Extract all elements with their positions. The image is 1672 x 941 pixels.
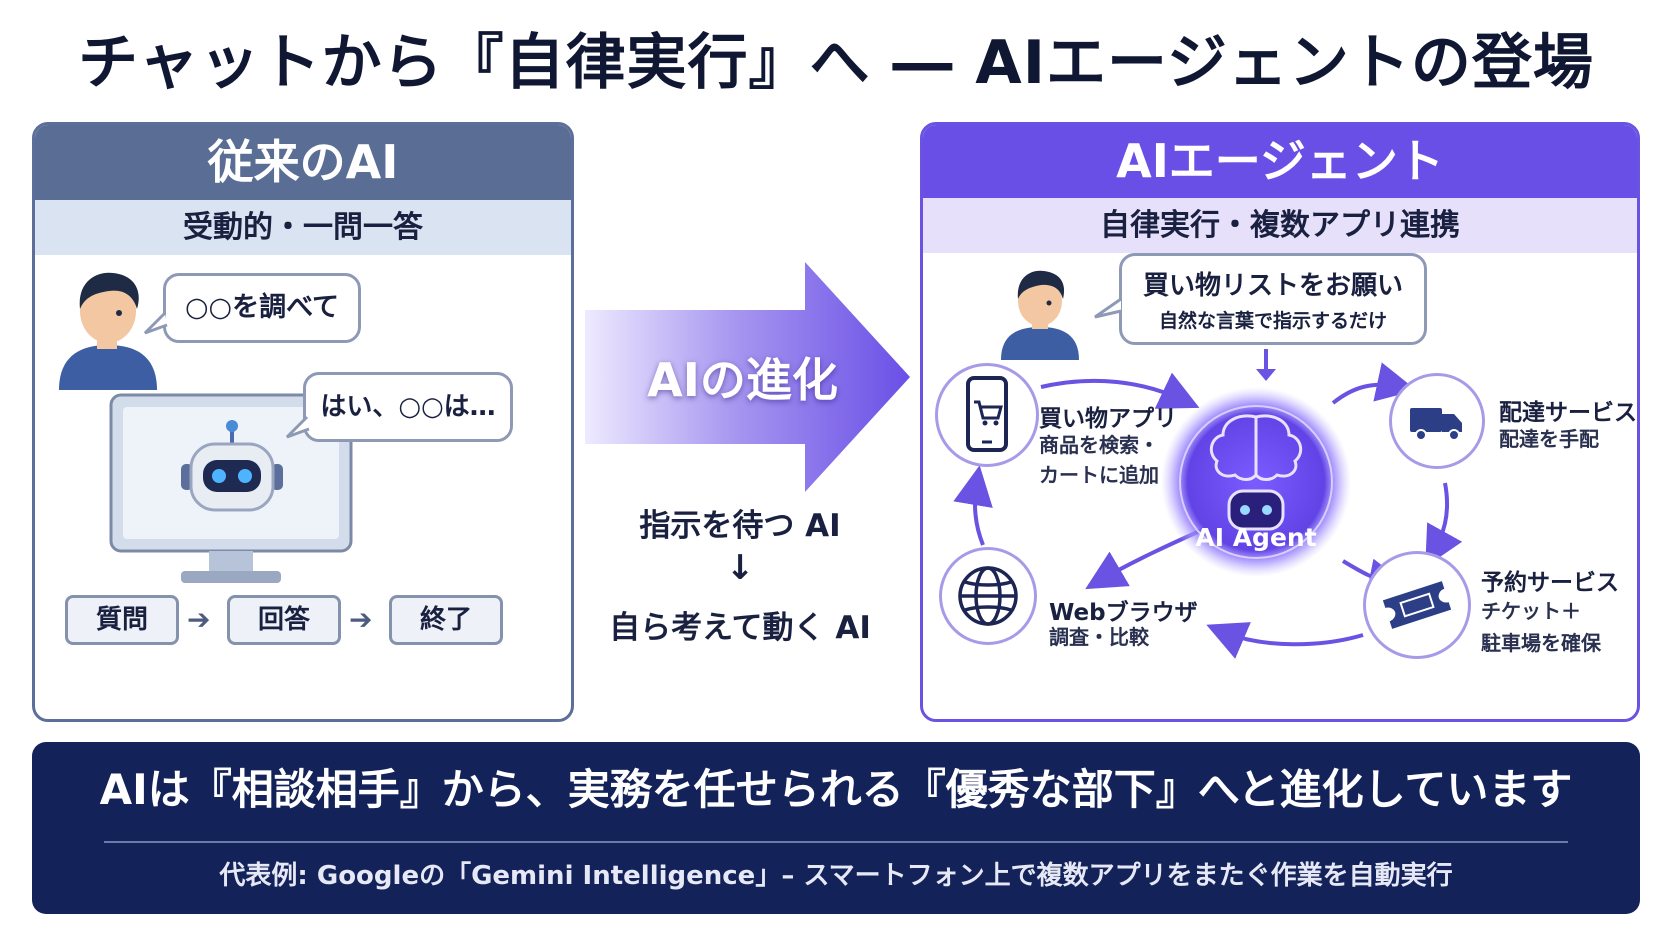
user-request-bubble: ○○を調べて: [163, 273, 361, 343]
user-request-text: ○○を調べて: [184, 292, 340, 323]
delivery-truck-icon: [1410, 408, 1462, 441]
traditional-ai-subheader: 受動的・一問一答: [35, 200, 571, 255]
ai-response-bubble: はい、○○は…: [303, 372, 513, 442]
down-arrow-icon: ↓: [725, 548, 755, 588]
summary-banner: AIは『相談相手』から、実務を任せられる『優秀な部下』へと進化しています 代表例…: [32, 742, 1640, 914]
ai-bubble-tail: [285, 415, 310, 439]
agent-request-bubble: 買い物リストをお願い 自然な言葉で指示するだけ: [1119, 253, 1427, 345]
web-browser-title: Webブラウザ: [1049, 600, 1198, 626]
robot-icon: [181, 420, 283, 512]
traditional-ai-header: 従来のAI: [35, 125, 571, 200]
user-avatar-icon: [59, 272, 157, 390]
reservation-service-node: [1363, 551, 1471, 659]
ai-agent-panel: AIエージェント 自律実行・複数アプリ連携 買い物リストをお願い 自然な言葉で指…: [920, 122, 1640, 722]
shopping-app-desc-2: カートに追加: [1039, 463, 1159, 487]
delivery-service-title: 配達サービス: [1499, 400, 1637, 426]
delivery-service-desc: 配達を手配: [1499, 427, 1599, 451]
shopping-app-desc-1: 商品を検索・: [1039, 433, 1159, 457]
step-answer: 回答: [227, 595, 341, 645]
ai-agent-header: AIエージェント: [923, 125, 1637, 198]
web-browser-desc: 調査・比較: [1049, 625, 1149, 649]
down-arrow-icon: [1256, 349, 1276, 381]
step-question: 質問: [65, 595, 179, 645]
web-browser-node: [939, 547, 1037, 645]
to-ai-text: 自ら考えて動く AI: [609, 610, 871, 646]
ai-agent-hub-label: AI Agent: [1195, 523, 1317, 552]
workflow-arrows: [953, 362, 1463, 659]
globe-icon: [958, 566, 1018, 626]
agent-request-sub: 自然な言葉で指示するだけ: [1158, 310, 1387, 332]
arrow-right-icon: ➔: [349, 603, 373, 636]
evolution-arrow-icon: [585, 262, 910, 492]
user-avatar-icon: [1001, 270, 1079, 360]
summary-example-text: 代表例: Googleの「Gemini Intelligence」– スマートフ…: [219, 861, 1453, 891]
reservation-service-title: 予約サービス: [1481, 570, 1619, 596]
summary-main-text: AIは『相談相手』から、実務を任せられる『優秀な部下』へと進化しています: [99, 765, 1573, 814]
shopping-app-title: 買い物アプリ: [1039, 406, 1177, 432]
ticket-icon: [1382, 581, 1452, 629]
ai-agent-subheader: 自律実行・複数アプリ連携: [923, 198, 1637, 253]
request-bubble-tail: [1094, 297, 1122, 319]
arrow-right-icon: ➔: [187, 603, 211, 636]
step-end: 終了: [389, 595, 503, 645]
reservation-service-desc-2: 駐車場を確保: [1481, 631, 1601, 655]
reservation-service-desc-1: チケット＋: [1481, 599, 1581, 623]
delivery-service-node: [1389, 373, 1485, 469]
user-bubble-tail: [143, 311, 168, 335]
ai-response-text: はい、○○は…: [320, 392, 496, 422]
main-title: チャットから『自律実行』へ ― AIエージェントの登場: [78, 28, 1594, 98]
shopping-app-node: [935, 363, 1039, 467]
agent-request-title: 買い物リストをお願い: [1142, 271, 1403, 301]
smartphone-cart-icon: [966, 376, 1008, 452]
banner-divider: [104, 841, 1568, 843]
from-ai-text: 指示を待つ AI: [639, 508, 841, 544]
ai-agent-hub-icon: [1161, 387, 1351, 577]
evolution-label: AIの進化: [647, 353, 838, 407]
traditional-ai-panel: 従来のAI 受動的・一問一答 ○○を調べて はい、○○は… 質問 ➔: [32, 122, 574, 722]
